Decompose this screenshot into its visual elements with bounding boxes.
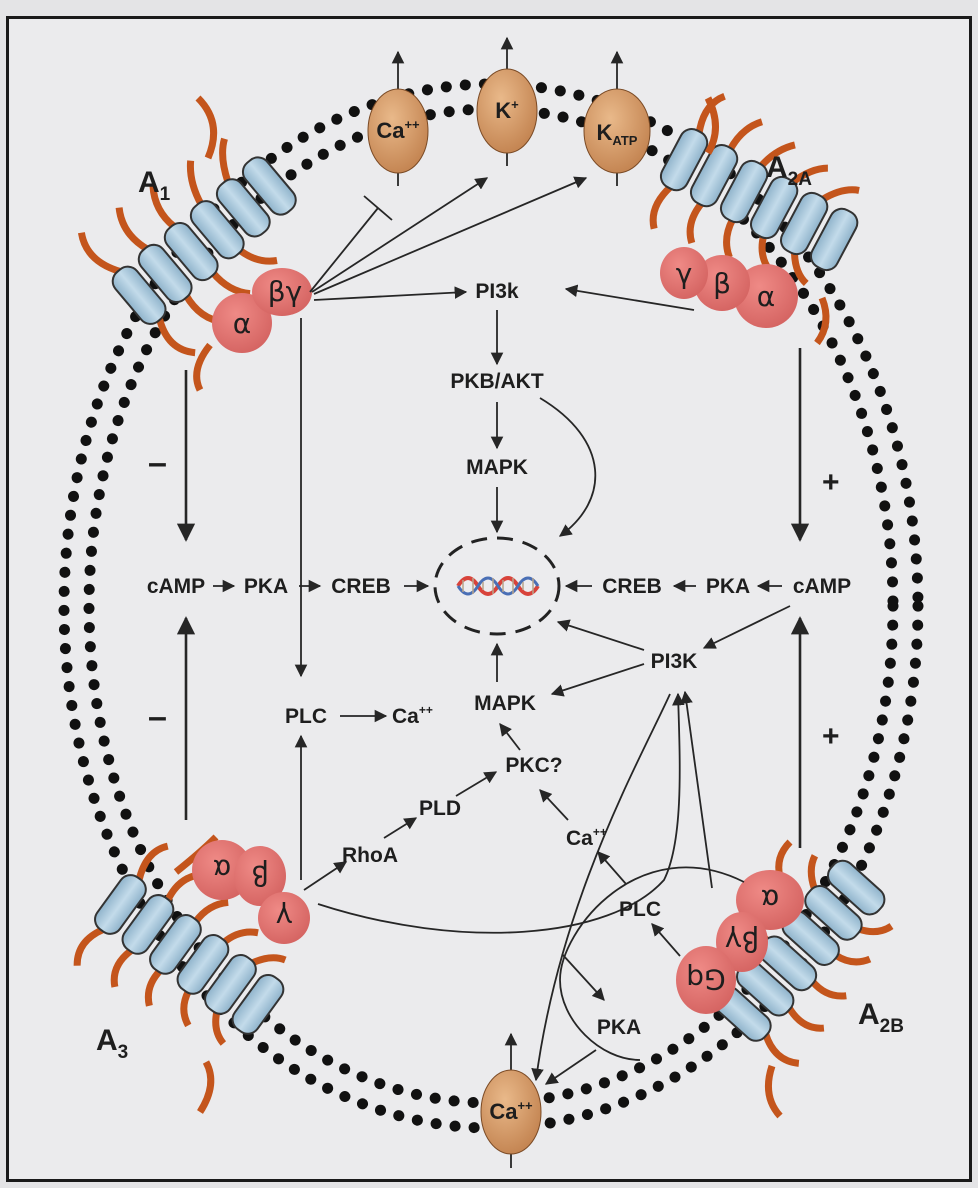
a1-receptor — [74, 98, 332, 390]
pi3k-right-node: PI3K — [651, 650, 698, 673]
a2a-gamma-label: γ — [676, 257, 693, 290]
camp-right-node: cAMP — [793, 575, 851, 598]
a2a-beta-label: β — [713, 267, 731, 300]
plc-right-node: PLC — [619, 898, 661, 921]
a1-beta-gamma-label: βγ — [268, 275, 302, 308]
k-channel: K+ — [477, 38, 537, 166]
a2b-receptor-label: A2B — [858, 998, 904, 1037]
a3-gamma-label: γ — [276, 901, 293, 934]
a1-g-protein: α βγ — [212, 268, 312, 353]
pkc-node: PKC? — [505, 754, 562, 777]
a1-alpha-label: α — [233, 307, 251, 340]
ca-channel-top: Ca++ — [368, 52, 428, 186]
pkb-akt-node: PKB/AKT — [450, 370, 544, 393]
mapk-top-node: MAPK — [466, 456, 528, 479]
a3-beta-label: β — [251, 859, 269, 892]
plus-sign-lower: + — [822, 720, 840, 753]
minus-sign-upper: – — [148, 444, 167, 482]
a3-alpha-label: α — [213, 853, 231, 886]
ca-left-node: Ca++ — [392, 703, 433, 728]
pka-left-node: PKA — [244, 575, 288, 598]
camp-left-node: cAMP — [147, 575, 205, 598]
minus-sign-lower: – — [148, 698, 167, 736]
ca-channel-bottom: Ca++ — [481, 1034, 541, 1168]
plc-left-node: PLC — [285, 705, 327, 728]
mapk-mid-node: MAPK — [474, 692, 536, 715]
rhoa-node: RhoA — [342, 844, 398, 867]
a2b-gq-label: Gq — [686, 963, 725, 996]
pka-right-node: PKA — [706, 575, 750, 598]
pka-bottom-node: PKA — [597, 1016, 641, 1039]
a3-receptor-label: A3 — [96, 1024, 128, 1063]
plus-sign-upper: + — [822, 466, 840, 499]
creb-left-node: CREB — [331, 575, 391, 598]
creb-right-node: CREB — [602, 575, 662, 598]
a3-g-protein: α β γ — [192, 840, 310, 944]
a2b-beta-gamma-label: βγ — [725, 925, 759, 958]
nucleus-dna — [435, 538, 559, 634]
a2a-alpha-label: α — [757, 280, 775, 313]
pld-node: PLD — [419, 797, 461, 820]
pi3k-top-node: PI3k — [475, 280, 519, 303]
katp-channel: KATP — [584, 52, 650, 186]
a2b-alpha-label: α — [761, 883, 779, 916]
